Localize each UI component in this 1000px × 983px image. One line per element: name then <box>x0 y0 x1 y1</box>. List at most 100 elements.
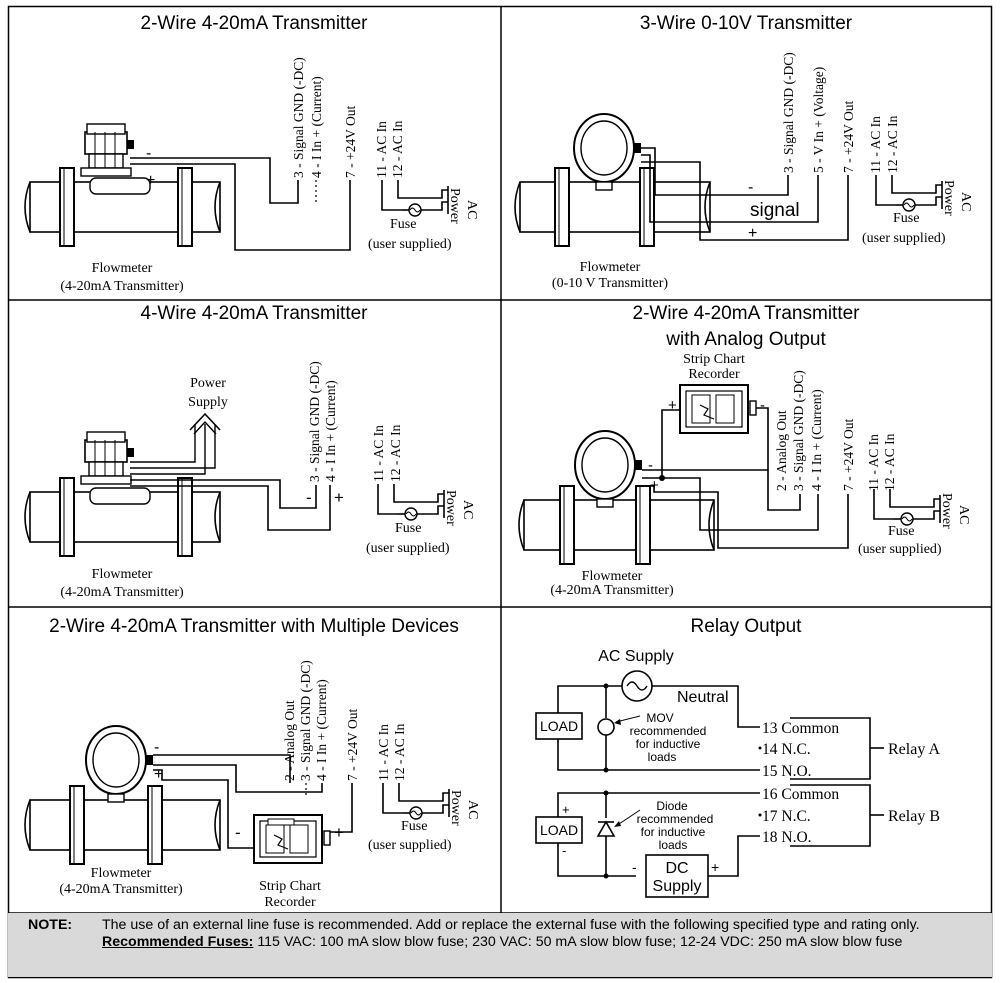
panel-title: 2-Wire 4-20mA Transmitter <box>141 13 369 34</box>
terminal-label: 11 - AC In <box>868 116 883 173</box>
dc-supply-box <box>645 854 709 898</box>
pipe-icon <box>24 167 221 247</box>
plus-sign: + <box>748 225 757 242</box>
recommended-fuses-label: Recommended Fuses: <box>102 933 254 950</box>
user-supplied-label: (user supplied) <box>858 542 942 557</box>
recorder-label: Strip Chart <box>259 879 321 894</box>
plus-sign: + <box>668 397 677 414</box>
terminal-label: 12 - AC In <box>885 115 900 173</box>
minus-sign: - <box>562 843 566 858</box>
diode-icon <box>596 820 616 837</box>
terminal-label: 2 - Analog Out <box>282 700 297 781</box>
fuse-label: Fuse <box>390 217 416 232</box>
diode-note: Diode <box>656 799 688 813</box>
terminal-label: 12 - AC In <box>388 424 403 482</box>
relay-a-label: Relay A <box>888 741 940 758</box>
load-box <box>535 816 583 844</box>
ac-power-fuse: Fuse (user supplied) Power AC <box>862 174 973 246</box>
device-label: (4-20mA Transmitter) <box>60 585 184 600</box>
plus-sign: + <box>334 823 344 842</box>
minus-sign: - <box>146 145 151 162</box>
panel-relay-output: Relay Output AC Supply Neutral LOAD MOV … <box>535 616 940 898</box>
strip-chart-recorder-icon <box>253 814 331 864</box>
ac-power-fuse: Fuse (user supplied) Power AC <box>368 782 480 853</box>
magmeter-flowmeter-icon <box>573 113 642 191</box>
power-label: Power <box>447 188 462 224</box>
minus-sign: - <box>760 397 765 414</box>
plus-sign: + <box>650 477 659 494</box>
mov-note: for inductive <box>636 737 701 751</box>
panel-title: Relay Output <box>691 616 803 637</box>
terminal-label: 3 - Signal GND (-DC) <box>781 52 796 173</box>
terminal-label: 12 - AC In <box>882 433 897 491</box>
ac-power-fuse: Fuse (user supplied) Power AC <box>368 179 479 252</box>
plus-sign: + <box>711 859 719 875</box>
terminal-label: 11 - AC In <box>374 121 389 178</box>
note-text: The use of an external line fuse is reco… <box>102 917 984 950</box>
power-supply-label: Power <box>190 376 226 391</box>
plus-sign: + <box>334 488 344 507</box>
fuse-label: Fuse <box>395 521 421 536</box>
minus-sign: - <box>748 179 753 196</box>
diode-note: recommended <box>637 812 714 826</box>
power-label: Power <box>939 493 954 529</box>
diode-note: for inductive <box>641 825 706 839</box>
mov-note: MOV <box>646 711 673 725</box>
note-text-before: The use of an external line fuse is reco… <box>102 917 920 933</box>
turbine-flowmeter-icon <box>80 123 135 177</box>
user-supplied-label: (user supplied) <box>862 231 946 246</box>
load-label: LOAD <box>540 822 578 838</box>
panel-title: 2-Wire 4-20mA Transmitter <box>633 303 861 324</box>
turbine-flowmeter-icon <box>80 431 135 485</box>
relay-terminal: 17 N.C. <box>762 808 811 825</box>
pipe-icon <box>518 485 715 565</box>
terminal-block: 3 - Signal GND (-DC) 4 - I In + (Current… <box>307 361 403 482</box>
minus-sign: - <box>648 457 653 474</box>
terminal-label: 3 - Signal GND (-DC) <box>291 57 306 178</box>
terminal-label: 2 - Analog Out <box>774 410 789 491</box>
device-label: Flowmeter <box>92 567 153 582</box>
terminal-label: 7 - +24V Out <box>345 709 360 781</box>
terminal-label: 12 - AC In <box>392 723 407 781</box>
pipe-icon <box>24 477 221 557</box>
user-supplied-label: (user supplied) <box>368 237 452 252</box>
relay-terminal: 14 N.C. <box>762 741 811 758</box>
terminal-label: 4 - I In + (Current) <box>314 679 329 781</box>
strip-chart-recorder-icon <box>679 384 757 434</box>
minus-sign: - <box>306 488 312 507</box>
device-label: (4-20mA Transmitter) <box>550 583 674 598</box>
dc-supply-label: DC <box>665 860 688 877</box>
diode-note: loads <box>659 838 688 852</box>
power-label: Power <box>941 180 956 216</box>
device-label: Flowmeter <box>582 569 643 584</box>
panel-subtitle: with Analog Output <box>665 329 826 350</box>
load-label: LOAD <box>540 718 578 734</box>
device-label: (4-20mA Transmitter) <box>59 882 183 897</box>
ac-power-fuse: Fuse (user supplied) Power AC <box>366 483 475 556</box>
panel-4wire-4-20ma: 4-Wire 4-20mA Transmitter Power Supply -… <box>24 303 475 600</box>
terminal-block: 2 - Analog Out 3 - Signal GND (-DC) 4 - … <box>282 660 407 781</box>
note-label: NOTE: <box>28 917 73 933</box>
fuse-label: Fuse <box>893 211 919 226</box>
signal-label: signal <box>750 200 800 221</box>
panel-2wire-analog-output: 2-Wire 4-20mA Transmitter with Analog Ou… <box>518 303 971 598</box>
panel-2wire-4-20ma: 2-Wire 4-20mA Transmitter - + 3 - Signal… <box>24 13 479 294</box>
terminal-label: 12 - AC In <box>390 120 405 178</box>
note-text-after: 115 VAC: 100 mA slow blow fuse; 230 VAC:… <box>253 933 903 950</box>
terminal-label: 3 - Signal GND (-DC) <box>791 370 806 491</box>
neutral-label: Neutral <box>677 689 729 706</box>
relay-terminal: 18 N.O. <box>762 829 812 846</box>
minus-sign: - <box>154 739 159 756</box>
ac-label: AC <box>464 200 479 219</box>
mov-icon <box>597 718 615 736</box>
recorder-label: Recorder <box>264 895 316 910</box>
device-label: Flowmeter <box>580 260 641 275</box>
terminal-label: 11 - AC In <box>866 434 881 491</box>
magmeter-flowmeter-icon <box>85 725 154 803</box>
panel-2wire-multiple-devices: 2-Wire 4-20mA Transmitter with Multiple … <box>24 616 480 910</box>
terminal-label: 4 - I In + (Current) <box>309 76 324 178</box>
relay-terminal: 13 Common <box>762 720 839 737</box>
plus-sign: + <box>562 802 570 817</box>
mov-note: loads <box>648 750 677 764</box>
ac-label: AC <box>460 500 475 519</box>
